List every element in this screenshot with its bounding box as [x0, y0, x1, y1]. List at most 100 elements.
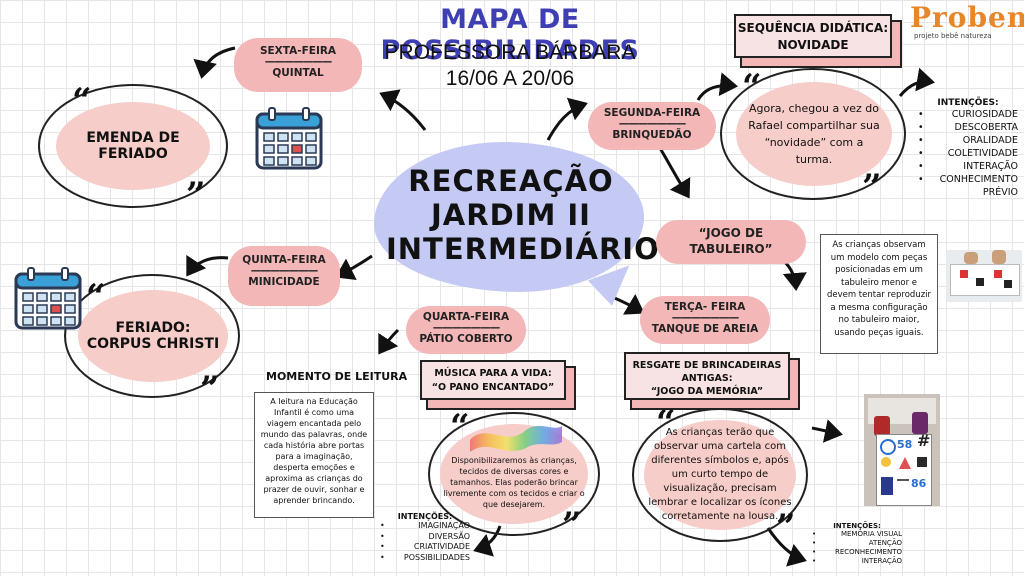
- calendar-icon: [14, 267, 82, 330]
- bubble-monday-text: Agora, chegou a vez do Rafael compartilh…: [748, 102, 880, 166]
- musica-line-2: “O PANO ENCANTADO”: [431, 382, 555, 393]
- intentions-title: INTENÇÕES:: [397, 512, 453, 521]
- intention-item: CRIATIVIDADE: [380, 542, 470, 553]
- day-pill-wednesday: QUARTA-FEIRA ——————— PÁTIO COBERTO: [406, 306, 526, 354]
- quote-close-icon: ”: [186, 175, 206, 215]
- intention-item: IMAGINAÇÃO: [380, 521, 470, 532]
- bubble-monday: [720, 68, 906, 200]
- leitura-box: A leitura na Educação Infantil é como um…: [254, 392, 374, 518]
- intentions-wednesday: INTENÇÕES: IMAGINAÇÃO DIVERSÃO CRIATIVID…: [380, 512, 470, 563]
- intention-item: RECONHECIMENTO: [812, 548, 902, 557]
- center-cloud: [374, 142, 644, 292]
- arrow-center-quinta: [335, 254, 373, 281]
- bubble-tuesday: [632, 408, 808, 542]
- intention-item: INTERAÇÃO: [812, 557, 902, 566]
- divider: ———————: [618, 118, 687, 130]
- sequencia-line-1: SEQUÊNCIA DIDÁTICA:: [737, 21, 889, 35]
- intentions-list: CURIOSIDADE DESCOBERTA ORALIDADE COLETIV…: [918, 108, 1018, 199]
- sequencia-box: SEQUÊNCIA DIDÁTICA: NOVIDADE: [734, 14, 892, 58]
- quote-open-icon: “: [86, 277, 106, 317]
- jogo-pill-line-2: TABULEIRO”: [689, 242, 773, 256]
- arrow-tercabubble-intent: [766, 527, 807, 567]
- leitura-title: MOMENTO DE LEITURA: [266, 370, 408, 383]
- arrow-center-segunda: [546, 97, 588, 141]
- bubble-thursday: [64, 274, 240, 398]
- resgate-line-2: ANTIGAS:: [681, 373, 733, 384]
- intention-item: ORALIDADE: [918, 134, 1018, 147]
- intention-item: CONHECIMENTO PRÉVIO: [918, 173, 1018, 199]
- quote-close-icon: ”: [776, 507, 796, 547]
- jogo-pill: “JOGO DE TABULEIRO”: [656, 220, 806, 264]
- resgate-line-1: RESGATE DE BRINCADEIRAS: [632, 360, 782, 371]
- intentions-title: INTENÇÕES:: [833, 522, 881, 530]
- bubble-tuesday-fill: As crianças terão que observar uma carte…: [644, 420, 796, 530]
- arrow-center-terca: [604, 292, 645, 315]
- arrow-quarta-leitura: [378, 328, 400, 355]
- center-line-2: JARDIM II: [431, 198, 591, 232]
- date-range: 16/06 A 20/06: [445, 67, 575, 90]
- logo-tagline: projeto bebê natureza: [914, 32, 992, 40]
- quote-close-icon: ”: [200, 369, 220, 409]
- bubble-friday-text: EMENDA DE FERIADO: [86, 130, 180, 162]
- intention-item: INTERAÇÃO: [918, 160, 1018, 173]
- intentions-list: MEMÓRIA VISUAL ATENÇÃO RECONHECIMENTO IN…: [812, 530, 902, 566]
- arrow-box-intent: [898, 67, 935, 97]
- quote-close-icon: ”: [562, 505, 582, 545]
- divider: ———————: [250, 265, 319, 277]
- day-pill-monday: SEGUNDA-FEIRA ——————— BRINQUEDÃO: [588, 102, 716, 150]
- bubble-friday: [38, 84, 228, 208]
- memory-cell: 86: [911, 477, 927, 490]
- place-label: QUINTAL: [272, 67, 324, 79]
- arrow-quinta-calendar: [186, 254, 229, 277]
- intention-item: CURIOSIDADE: [918, 108, 1018, 121]
- divider: ———————: [671, 312, 740, 324]
- bubble-wednesday: [428, 412, 600, 536]
- resgate-box: RESGATE DE BRINCADEIRAS ANTIGAS: “JOGO D…: [624, 352, 790, 400]
- intentions-tuesday: INTENÇÕES: MEMÓRIA VISUAL ATENÇÃO RECONH…: [812, 522, 902, 566]
- memory-cell: #: [917, 431, 931, 450]
- arrow-center-sexta: [379, 89, 427, 131]
- day-pill-tuesday: TERÇA- FEIRA ——————— TANQUE DE AREIA: [640, 296, 770, 344]
- intention-item: MEMÓRIA VISUAL: [812, 530, 902, 539]
- bubble-monday-fill: Agora, chegou a vez do Rafael compartilh…: [736, 82, 892, 186]
- fabric-image: [470, 425, 562, 452]
- teacher-name: PROFESSORA BÁRBARA: [384, 41, 636, 64]
- divider: ———————: [432, 322, 501, 334]
- quote-open-icon: “: [656, 403, 676, 443]
- bubble-wednesday-fill: Disponibilizaremos às crianças, tecidos …: [440, 424, 588, 524]
- musica-line-1: MÚSICA PARA A VIDA:: [434, 368, 552, 379]
- logo-brand: Proben: [910, 1, 1024, 34]
- bubble-friday-fill: EMENDA DE FERIADO: [56, 102, 210, 190]
- calendar-icon: [255, 107, 323, 170]
- arrow-to-sexta: [193, 46, 236, 79]
- jogo-pill-line-1: “JOGO DE: [698, 226, 764, 240]
- bubble-thursday-line-1: FERIADO:: [115, 320, 191, 336]
- quote-open-icon: “: [742, 67, 762, 107]
- place-label: BRINQUEDÃO: [612, 129, 692, 141]
- divider: ———————: [264, 56, 333, 68]
- bubble-thursday-fill: FERIADO: CORPUS CHRISTI: [78, 290, 228, 382]
- quote-close-icon: ”: [862, 167, 882, 207]
- intention-item: POSSIBILIDADES: [380, 553, 470, 564]
- intention-item: ATENÇÃO: [812, 539, 902, 548]
- quote-open-icon: “: [450, 407, 470, 447]
- jogo-text: As crianças observam um modelo com peças…: [826, 240, 932, 338]
- place-label: MINICIDADE: [248, 276, 320, 288]
- page-title: MAPA DE POSSIBILIDADES: [380, 4, 640, 66]
- memory-photo: 58 # 86: [864, 394, 940, 506]
- center-line-1: RECREAÇÃO: [408, 164, 614, 198]
- bubble-thursday-line-2: CORPUS CHRISTI: [86, 336, 220, 352]
- arrow-segunda-jogo: [658, 147, 691, 199]
- place-label: TANQUE DE AREIA: [651, 323, 759, 335]
- intention-item: DIVERSÃO: [380, 532, 470, 543]
- resgate-line-3: “JOGO DA MEMÓRIA”: [650, 386, 764, 397]
- center-line-3: INTERMEDIÁRIO: [386, 232, 660, 266]
- day-label: SEXTA-FEIRA: [259, 45, 337, 57]
- day-label: SEGUNDA-FEIRA: [603, 107, 701, 119]
- leitura-text: A leitura na Educação Infantil é como um…: [260, 397, 368, 505]
- intentions-monday: INTENÇÕES: CURIOSIDADE DESCOBERTA ORALID…: [918, 98, 1018, 199]
- intention-item: COLETIVIDADE: [918, 147, 1018, 160]
- intentions-list: IMAGINAÇÃO DIVERSÃO CRIATIVIDADE POSSIBI…: [380, 521, 470, 563]
- logo: Proben projeto bebê natureza: [910, 1, 1024, 48]
